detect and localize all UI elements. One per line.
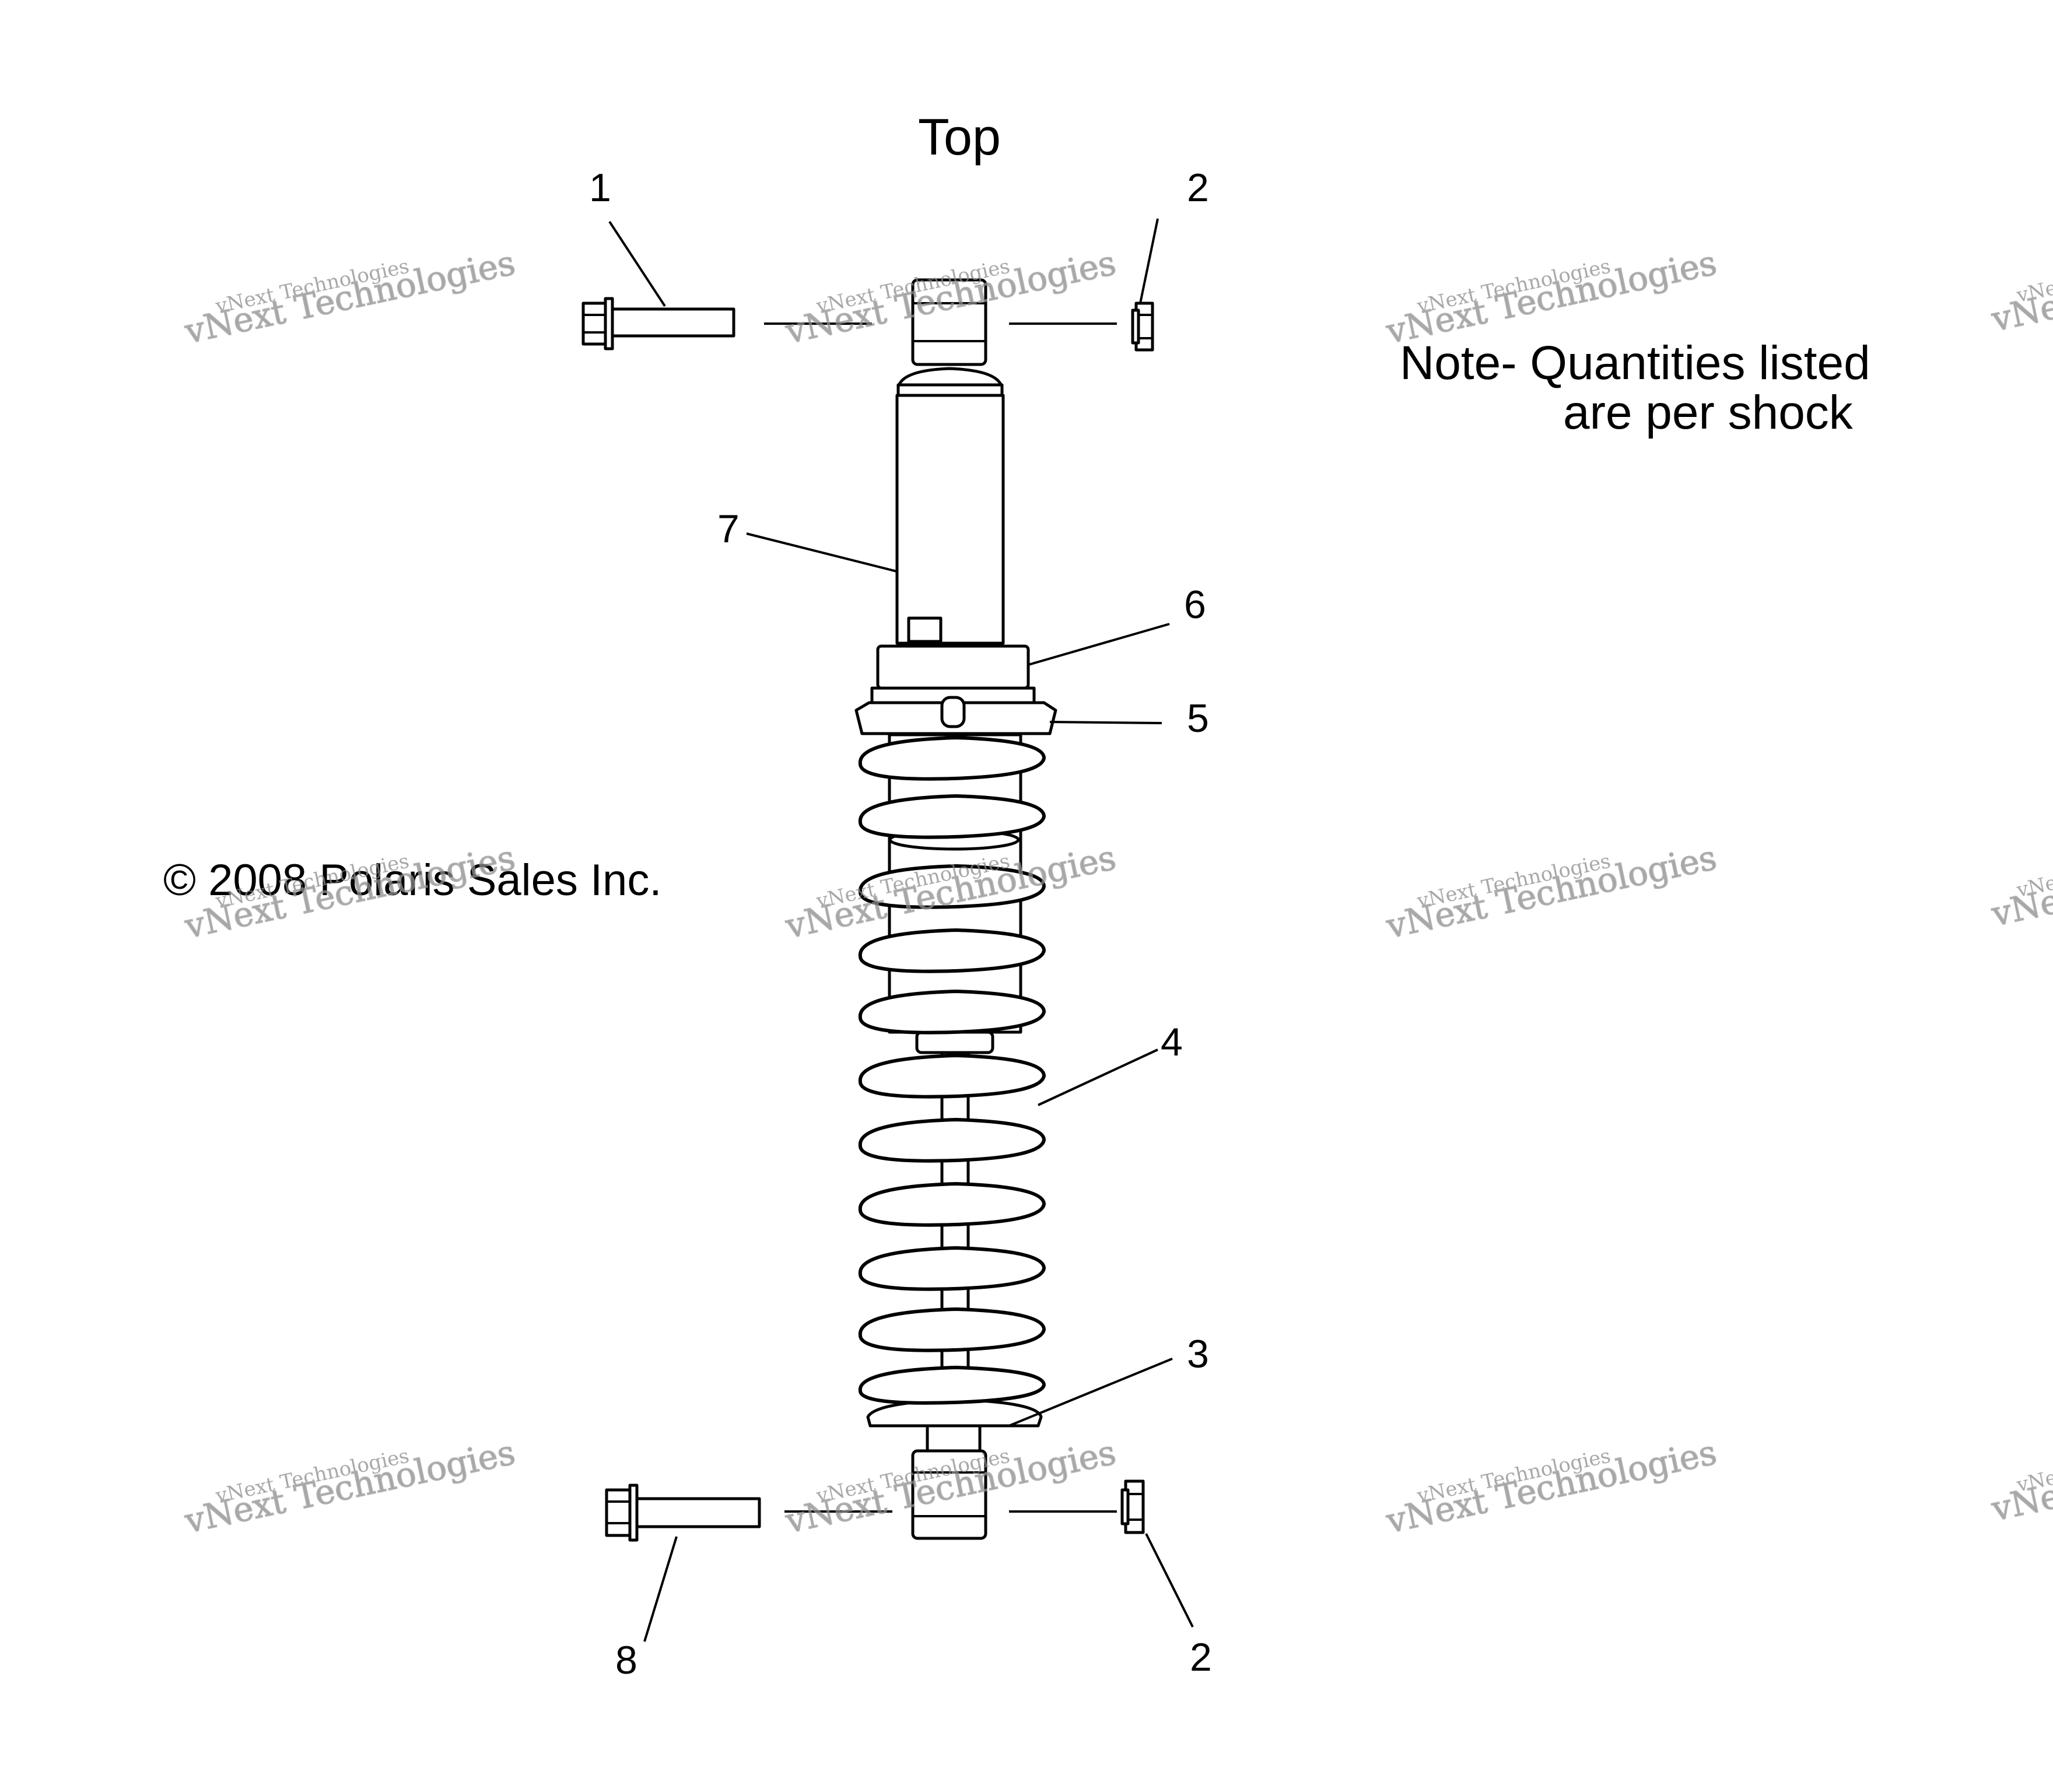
bottom-nut: [1120, 1479, 1145, 1534]
leader-2-top: [1139, 218, 1159, 304]
note-line-1: Note- Quantities listed: [1400, 336, 1870, 390]
leader-6: [1028, 623, 1170, 666]
leader-3: [1008, 1358, 1173, 1427]
leader-7: [746, 532, 898, 573]
leader-1: [608, 220, 666, 307]
callout-2-bottom: 2: [1190, 1635, 1212, 1679]
callout-6: 6: [1184, 583, 1206, 627]
leader-2-bottom: [1145, 1533, 1194, 1628]
callout-1: 1: [589, 166, 611, 210]
adjuster-collar: [876, 644, 1030, 690]
note-line-2: are per shock: [1563, 386, 1854, 439]
callout-8: 8: [615, 1638, 637, 1682]
leader-8: [643, 1536, 678, 1642]
callout-3: 3: [1187, 1332, 1209, 1376]
diagram-title: Top: [918, 108, 1001, 166]
callout-2-top: 2: [1187, 166, 1209, 210]
top-nut: [1131, 301, 1154, 352]
copyright-text: © 2008 Polaris Sales Inc.: [163, 855, 661, 905]
callout-7: 7: [717, 507, 740, 551]
leader-5: [1049, 721, 1162, 724]
callout-5: 5: [1187, 696, 1209, 741]
top-bolt: [581, 297, 735, 350]
bottom-bolt: [605, 1484, 761, 1542]
coil-spring: [858, 735, 1046, 1405]
callout-4: 4: [1161, 1020, 1183, 1064]
shock-body-tube: [895, 394, 1005, 645]
leader-4: [1038, 1048, 1158, 1106]
